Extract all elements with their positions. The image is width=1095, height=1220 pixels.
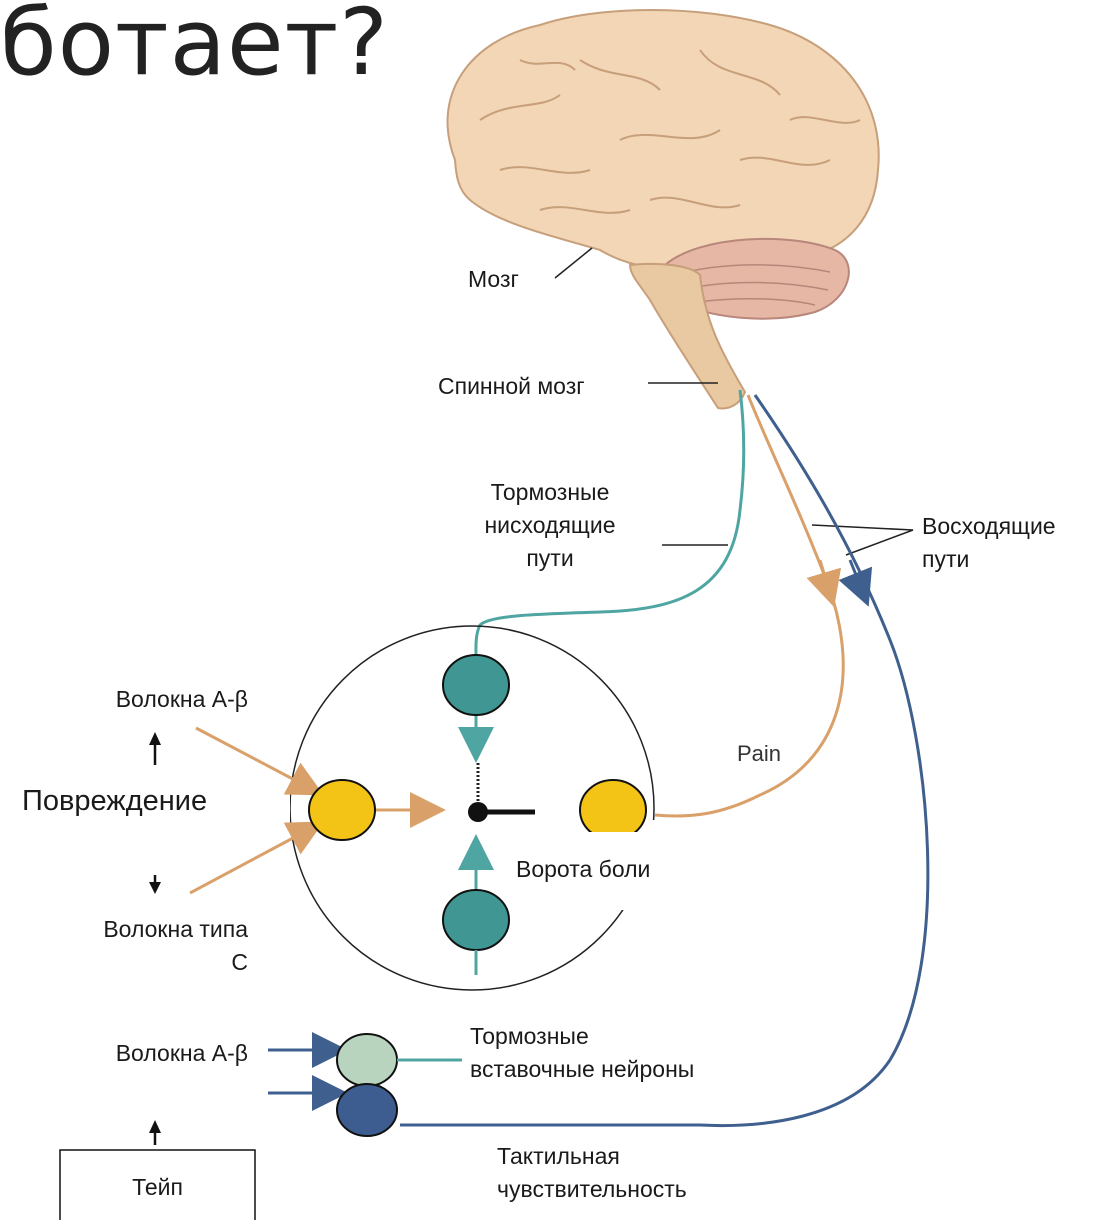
brain-leader-line bbox=[555, 248, 592, 278]
input-cell-yellow bbox=[309, 780, 375, 840]
label-c-fibers-line-1: Волокна типа bbox=[50, 913, 248, 946]
pain-pathway-arrow bbox=[820, 560, 829, 590]
label-ascending-line-1: Восходящие bbox=[922, 510, 1056, 543]
label-brain: Мозг bbox=[468, 263, 519, 296]
brain-cerebrum bbox=[448, 10, 879, 269]
down-arrow-damage-head bbox=[149, 882, 161, 894]
label-descending-pathways: Тормозные нисходящие пути bbox=[458, 476, 642, 575]
mask-left-mid bbox=[255, 772, 290, 850]
label-spinal-cord: Спинной мозг bbox=[438, 370, 585, 403]
label-a-beta-bottom: Волокна А-β bbox=[50, 1037, 248, 1070]
mask-left-top bbox=[52, 718, 252, 758]
up-arrow-tape-head bbox=[149, 1120, 161, 1133]
label-pain-gate: Ворота боли bbox=[516, 853, 650, 886]
label-descending-line-1: Тормозные bbox=[458, 476, 642, 509]
label-ascending-pathways: Восходящие пути bbox=[922, 510, 1056, 576]
label-inhibitory-interneurons: Тормозные вставочные нейроны bbox=[470, 1020, 694, 1086]
label-ascending-line-2: пути bbox=[922, 543, 1056, 576]
label-c-fibers: Волокна типа С bbox=[50, 913, 248, 979]
inhibitory-cell-bottom bbox=[443, 890, 509, 950]
label-tactile-sensitivity: Тактильная чувствительность bbox=[497, 1140, 687, 1206]
ascending-leader-lines bbox=[812, 525, 913, 555]
label-a-beta-top: Волокна А-β bbox=[50, 683, 248, 716]
label-tape: Тейп bbox=[60, 1171, 255, 1204]
projection-cell-yellow bbox=[580, 780, 646, 840]
inhibitory-interneuron-cell bbox=[337, 1034, 397, 1086]
label-c-fibers-line-2: С bbox=[50, 946, 248, 979]
label-tactile-line-2: чувствительность bbox=[497, 1173, 687, 1206]
label-damage: Повреждение bbox=[22, 785, 207, 818]
label-descending-line-3: пути bbox=[458, 542, 642, 575]
c-fiber-bottom bbox=[190, 830, 308, 893]
label-inhibitory-line-2: вставочные нейроны bbox=[470, 1053, 694, 1086]
brain-illustration bbox=[448, 10, 879, 408]
tactile-cell bbox=[337, 1084, 397, 1136]
label-inhibitory-line-1: Тормозные bbox=[470, 1020, 694, 1053]
label-pain: Pain bbox=[737, 737, 781, 770]
label-tactile-line-1: Тактильная bbox=[497, 1140, 687, 1173]
label-descending-line-2: нисходящие bbox=[458, 509, 642, 542]
gate-pivot bbox=[468, 802, 488, 822]
inhibitory-cell-top bbox=[443, 655, 509, 715]
